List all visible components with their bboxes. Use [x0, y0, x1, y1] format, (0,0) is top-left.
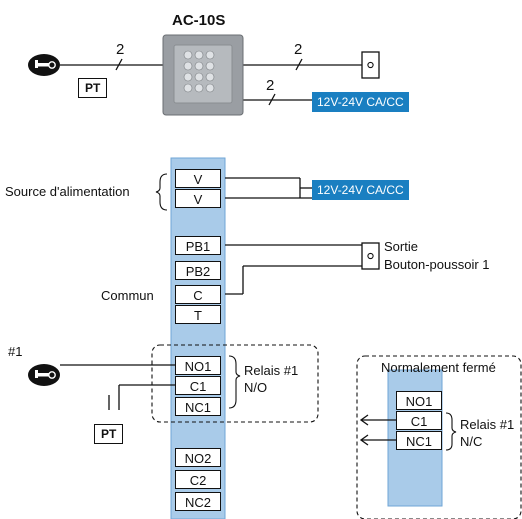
pt-box: PT	[94, 424, 124, 444]
inset-relay-label: Relais #1	[460, 417, 515, 432]
terminal-t: T	[175, 305, 221, 324]
wire-count-label: 2	[266, 77, 275, 94]
terminal-c2: C2	[175, 470, 221, 489]
relay-dashed-box	[151, 344, 319, 423]
pushbutton-icon	[361, 242, 380, 270]
terminal-v: V	[175, 189, 221, 208]
bouton-label: Bouton-poussoir 1	[384, 257, 490, 272]
terminal-no2: NO2	[175, 448, 221, 467]
inset-terminal-nc1: NC1	[396, 431, 442, 450]
commun-label: Commun	[101, 288, 154, 303]
inset-terminal-c1: C1	[396, 411, 442, 430]
sortie-label: Sortie	[384, 239, 418, 254]
wire-count-label: 2	[116, 41, 125, 58]
terminal-no1: NO1	[175, 356, 221, 375]
relay-label: Relais #1	[244, 363, 299, 378]
key-icon	[28, 364, 60, 386]
relay-no-label: N/O	[244, 380, 268, 395]
source-label: Source d'alimentation	[5, 184, 130, 199]
pt-box: PT	[78, 78, 108, 98]
power-tag: 12V-24V CA/CC	[312, 180, 409, 200]
channel-label: #1	[8, 344, 23, 359]
terminal-c: C	[175, 285, 221, 304]
terminal-nc1: NC1	[175, 397, 221, 416]
wire-count-label: 2	[294, 41, 303, 58]
inset-title: Normalement fermé	[381, 360, 496, 375]
terminal-c1: C1	[175, 376, 221, 395]
inset-dashed-box	[356, 355, 522, 519]
terminal-nc2: NC2	[175, 492, 221, 511]
power-tag: 12V-24V CA/CC	[312, 92, 409, 112]
key-icon	[28, 54, 60, 76]
terminal-pb2: PB2	[175, 261, 221, 280]
terminal-v: V	[175, 169, 221, 188]
inset-nc-label: N/C	[460, 434, 483, 449]
inset-terminal-no1: NO1	[396, 391, 442, 410]
exit-button-icon	[361, 51, 380, 79]
terminal-pb1: PB1	[175, 236, 221, 255]
keypad-buttons	[183, 50, 215, 93]
device-title: AC-10S	[172, 12, 226, 29]
